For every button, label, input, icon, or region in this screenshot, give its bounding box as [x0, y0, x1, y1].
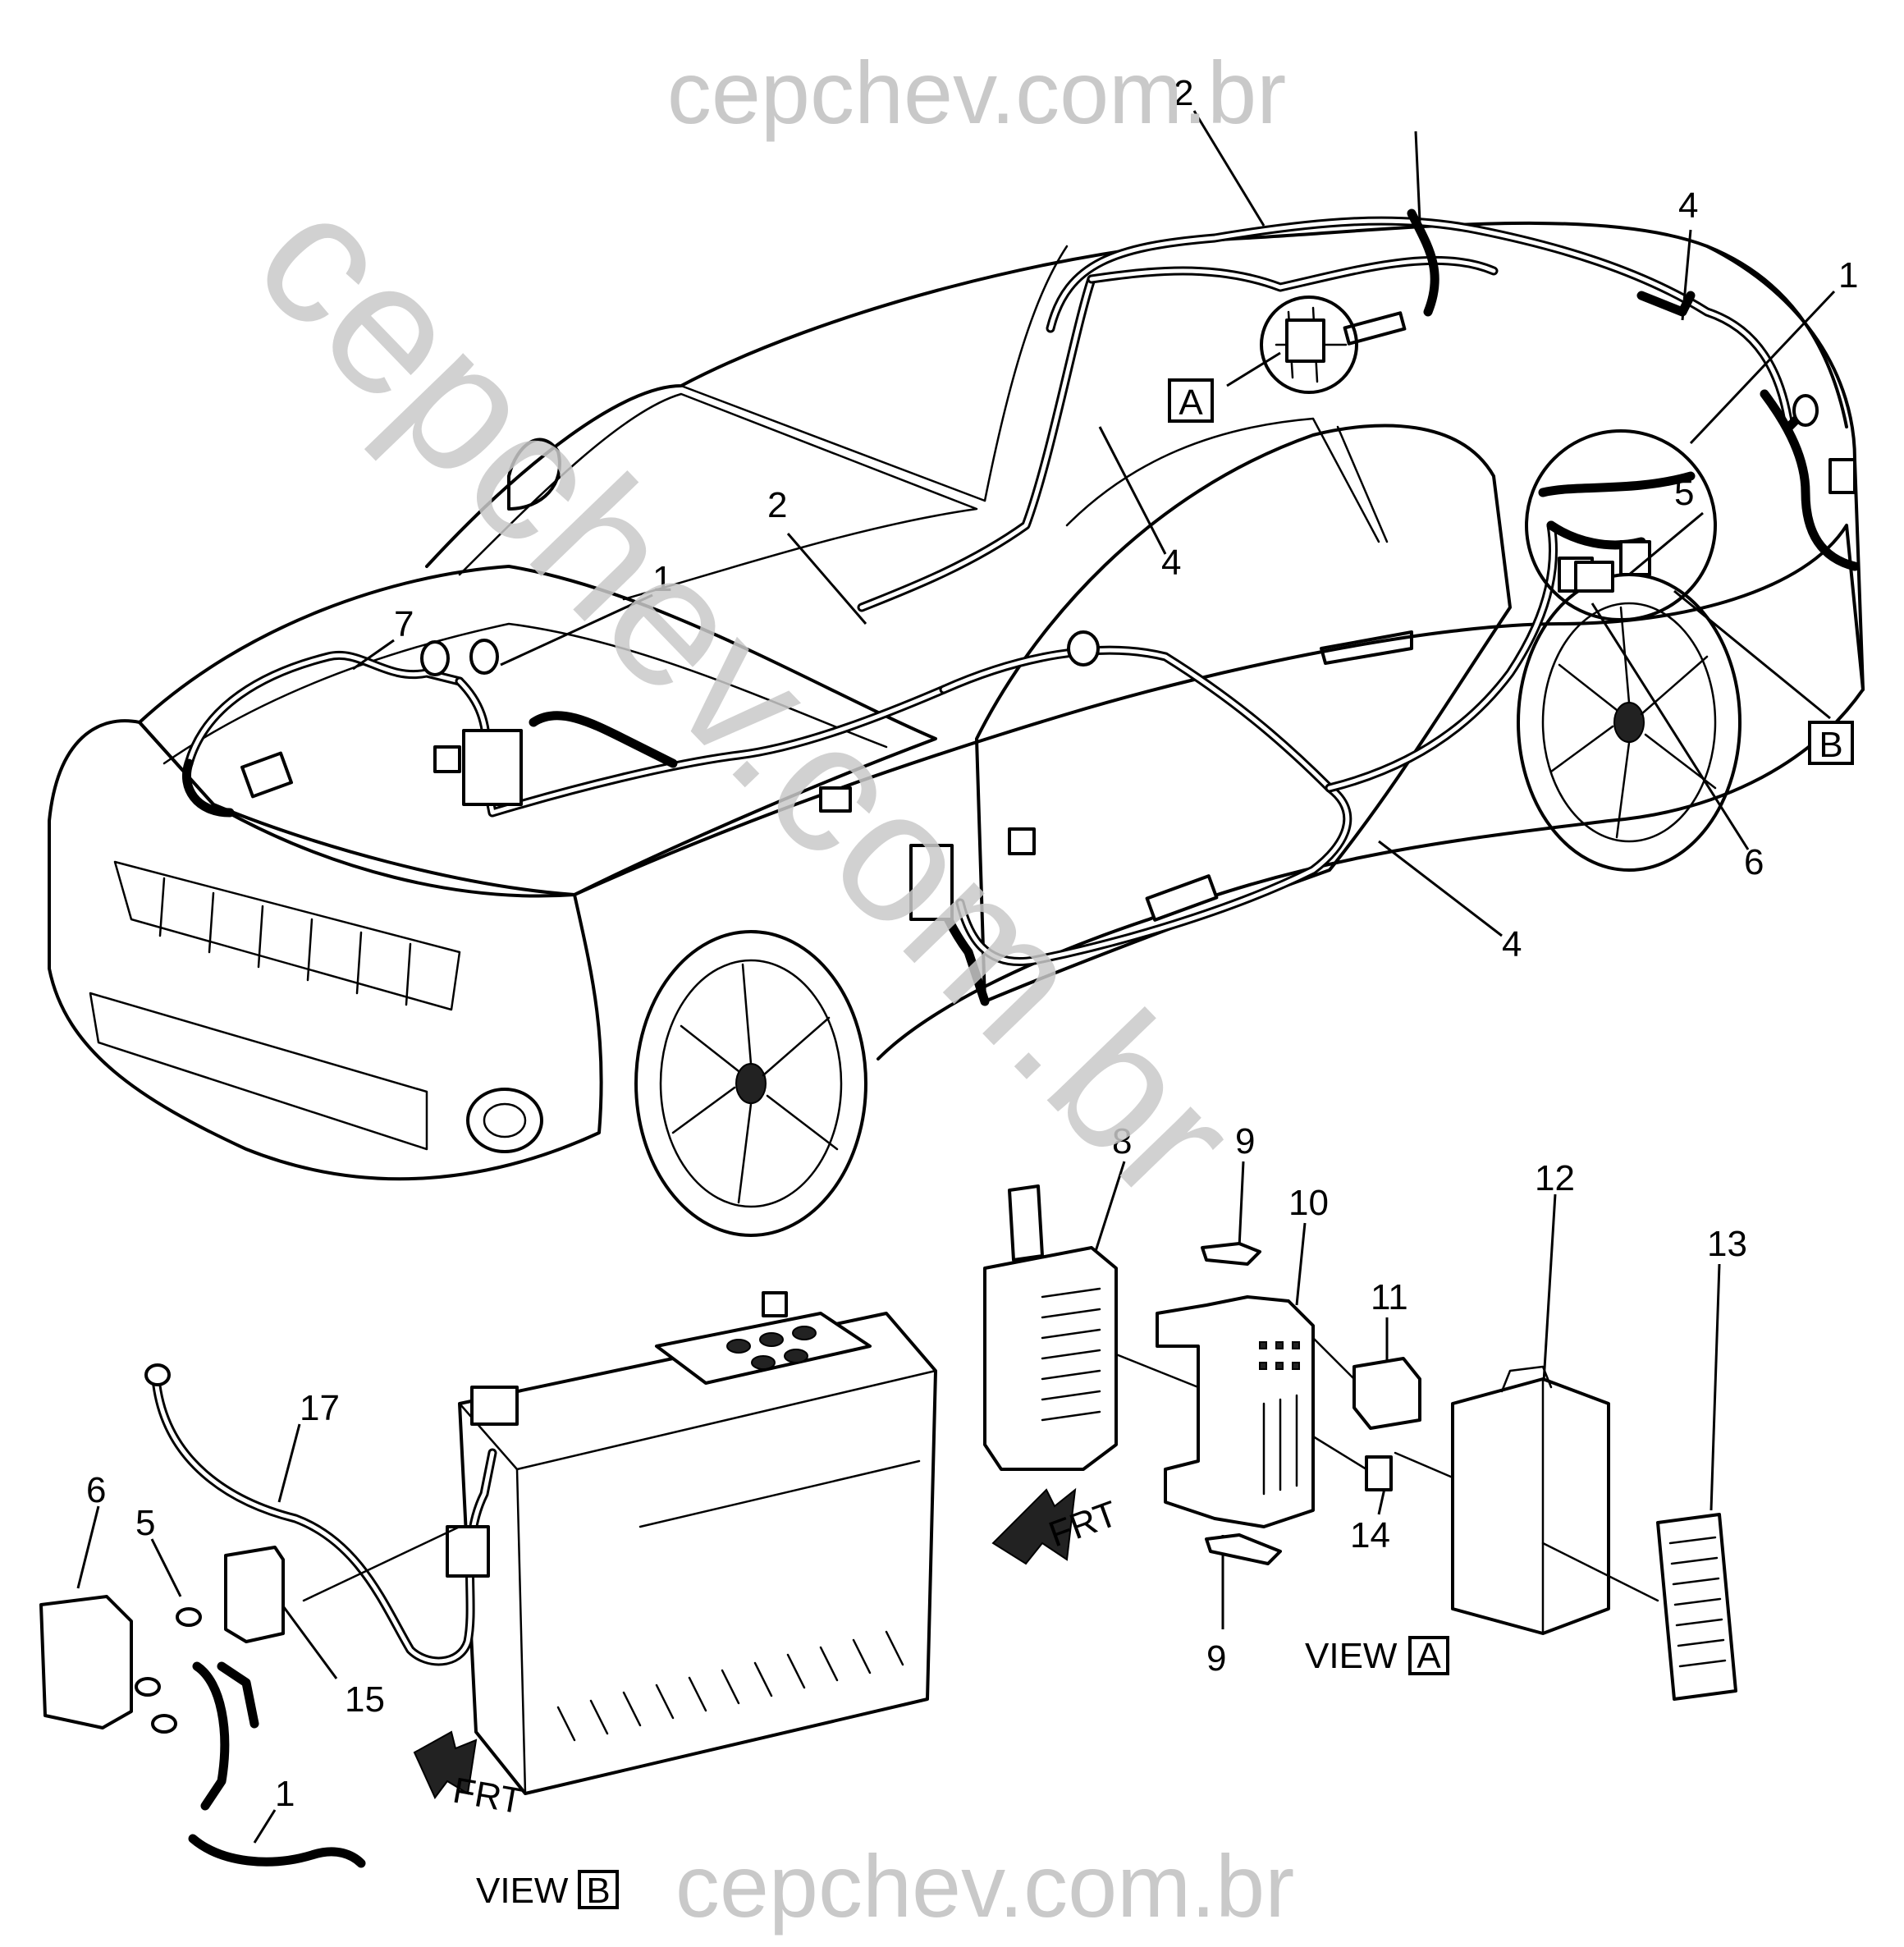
callout-1-left: 1	[652, 559, 672, 599]
callout-5-b: 5	[135, 1503, 155, 1543]
callout-1-right: 1	[1838, 255, 1858, 295]
battery-vent-caps	[726, 1326, 817, 1370]
watermark-bottom: cepchev.com.br	[675, 1836, 1294, 1936]
front-wheel	[634, 930, 867, 1237]
harness-roof	[1046, 208, 1794, 432]
svg-text:B: B	[1819, 725, 1842, 765]
callout-14: 14	[1350, 1515, 1390, 1555]
grille-slats	[158, 877, 412, 1006]
callout-4-mid: 4	[1161, 543, 1181, 583]
callout-10: 10	[1288, 1183, 1329, 1223]
callout-9-top: 9	[1235, 1121, 1255, 1161]
svg-text:A: A	[1179, 383, 1203, 423]
fuse-block-assembly	[983, 1184, 1737, 1701]
battery-ribs	[556, 1459, 921, 1742]
callout-11: 11	[1371, 1277, 1408, 1317]
detail-circle-a	[1260, 295, 1358, 394]
callout-4-low: 4	[1502, 924, 1522, 964]
harness-rear	[1760, 389, 1860, 571]
label-lines	[1668, 1536, 1727, 1668]
callout-4-top: 4	[1678, 186, 1698, 226]
housing-ribs	[1041, 1287, 1101, 1422]
callout-7: 7	[394, 604, 414, 644]
callout-5: 5	[1674, 473, 1694, 513]
callout-6-car: 6	[1744, 842, 1764, 882]
battery-assembly	[39, 1291, 937, 1868]
callout-17: 17	[300, 1388, 340, 1428]
svg-text:B: B	[586, 1871, 610, 1911]
callout-13: 13	[1707, 1224, 1747, 1264]
callout-2-mid: 2	[767, 485, 787, 525]
callout-12: 12	[1535, 1158, 1575, 1198]
leader-lines	[76, 110, 1836, 1844]
svg-text:FRT: FRT	[1044, 1493, 1123, 1555]
box-label-a[interactable]: A	[1168, 378, 1214, 423]
view-a-label: VIEW A	[1305, 1636, 1449, 1676]
car-body	[48, 221, 1865, 1181]
watermark-top: cepchev.com.br	[667, 43, 1286, 142]
harness-floor	[914, 520, 1558, 1006]
callout-8: 8	[1112, 1121, 1132, 1161]
view-b-label: VIEW B	[476, 1870, 619, 1911]
callout-6-b: 6	[86, 1470, 106, 1510]
callout-15: 15	[345, 1679, 385, 1720]
frt-arrow-a[interactable]: FRT	[991, 1487, 1123, 1565]
box-label-b[interactable]: B	[1808, 721, 1854, 765]
callout-1-b: 1	[275, 1774, 295, 1814]
callout-2-top: 2	[1174, 73, 1193, 113]
callout-9-bot: 9	[1206, 1638, 1226, 1679]
callout-labels: 2 4 1 5 2 4 1 7 6 4 8 9 10 12 11 13 14 9…	[86, 73, 1858, 1814]
svg-text:VIEW: VIEW	[1305, 1636, 1398, 1676]
svg-text:VIEW: VIEW	[476, 1871, 569, 1911]
svg-text:A: A	[1417, 1636, 1441, 1676]
detail-circle-b	[1525, 429, 1717, 621]
bracket-cavities	[1259, 1341, 1300, 1496]
